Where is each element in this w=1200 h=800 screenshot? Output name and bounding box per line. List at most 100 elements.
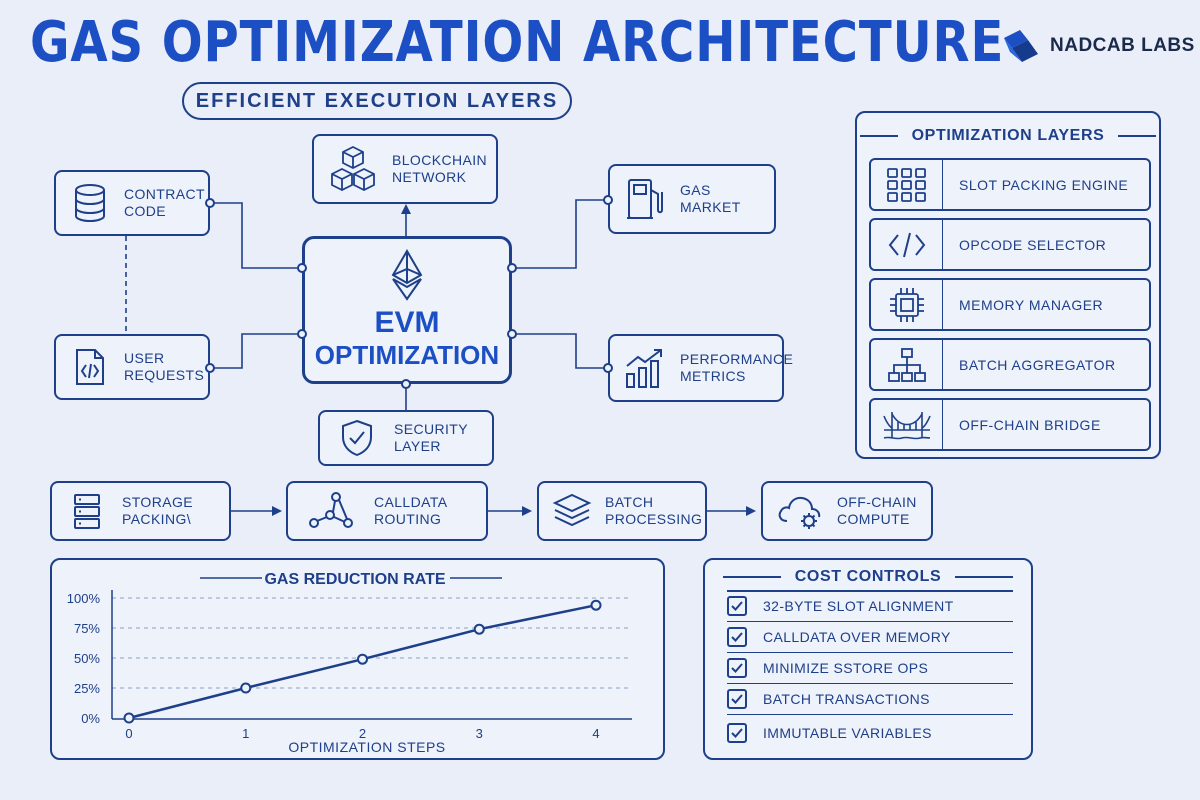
optimization-layers-title: OPTIMIZATION LAYERS — [911, 127, 1105, 144]
layer-off-chain-bridge: OFF-CHAIN BRIDGE — [869, 398, 1151, 451]
cost-control-item: 32-BYTE SLOT ALIGNMENT — [727, 591, 1013, 622]
connector-dot — [507, 329, 517, 339]
optimization-layers-panel: OPTIMIZATION LAYERS SLOT PACKING ENGINE … — [855, 111, 1161, 459]
bridge-icon — [871, 400, 943, 449]
ethereum-icon — [391, 249, 423, 301]
subtitle-pill: EFFICIENT EXECUTION LAYERS — [182, 82, 572, 120]
grid-icon — [871, 160, 943, 209]
checkbox-checked-icon — [727, 689, 747, 709]
page-title: GAS OPTIMIZATION ARCHITECTURE — [30, 10, 1005, 75]
cost-controls-panel: COST CONTROLS 32-BYTE SLOT ALIGNMENT CAL… — [703, 558, 1033, 760]
gas-reduction-chart-panel: GAS REDUCTION RATE OPTIMIZATION STEPS 0%… — [50, 558, 665, 760]
chip-icon — [871, 280, 943, 329]
connector-contract-code — [210, 202, 302, 269]
layer-label: OFF-CHAIN BRIDGE — [959, 416, 1101, 433]
routing-icon — [288, 491, 374, 531]
panel-header: COST CONTROLS — [705, 568, 1031, 586]
connector-dot — [603, 195, 613, 205]
cost-controls-title: COST CONTROLS — [794, 568, 942, 585]
x-tick-label: 3 — [476, 726, 483, 741]
y-tick-label: 100% — [67, 591, 101, 606]
connector-dot — [205, 363, 215, 373]
checkbox-checked-icon — [727, 596, 747, 616]
shield-icon — [320, 418, 394, 458]
brand-name: NADCAB LABS — [1050, 35, 1195, 56]
cost-control-item: MINIMIZE SSTORE OPS — [727, 653, 1013, 684]
layers-icon — [539, 491, 605, 531]
data-point — [473, 623, 485, 635]
x-tick-label: 0 — [125, 726, 132, 741]
layer-label: SLOT PACKING ENGINE — [959, 176, 1129, 193]
cost-control-item: BATCH TRANSACTIONS — [727, 684, 1013, 715]
data-point — [240, 682, 252, 694]
layer-label: BATCH AGGREGATOR — [959, 356, 1116, 373]
checkbox-checked-icon — [727, 658, 747, 678]
evm-hub: EVM OPTIMIZATION — [302, 236, 512, 384]
layer-slot-packing-engine: SLOT PACKING ENGINE — [869, 158, 1151, 211]
nadcab-logo-icon — [1004, 30, 1038, 62]
bar-chart-icon — [610, 346, 680, 390]
connector-dot — [297, 329, 307, 339]
data-point — [123, 712, 135, 724]
y-tick-label: 25% — [74, 681, 100, 696]
cost-control-item: CALLDATA OVER MEMORY — [727, 622, 1013, 653]
x-tick-label: 4 — [592, 726, 599, 741]
subtitle-text: EFFICIENT EXECUTION LAYERS — [195, 89, 559, 112]
arrow-head-up — [401, 204, 411, 214]
connector-dot — [297, 263, 307, 273]
arrow-head-3 — [746, 506, 756, 516]
connector-user-requests — [210, 333, 302, 369]
cubes-icon — [314, 145, 392, 193]
connector-dot — [205, 198, 215, 208]
y-tick-label: 0% — [81, 711, 100, 726]
x-axis-ticks: 0 1 2 3 4 — [125, 726, 599, 741]
connector-gas-market — [512, 199, 608, 269]
brand-logo: NADCAB LABS — [1002, 28, 1195, 64]
y-tick-label: 50% — [74, 651, 100, 666]
y-axis-ticks: 0% 25% 50% 75% 100% — [67, 591, 101, 726]
connector-performance — [512, 333, 608, 369]
layer-label: OPCODE SELECTOR — [959, 236, 1107, 253]
y-tick-label: 75% — [74, 621, 100, 636]
data-point — [357, 653, 368, 665]
panel-header: OPTIMIZATION LAYERS — [857, 127, 1159, 145]
hub-subtitle: OPTIMIZATION — [314, 340, 500, 370]
x-tick-label: 1 — [242, 726, 249, 741]
connector-dot — [401, 379, 411, 389]
code-file-icon — [56, 347, 124, 387]
connector-dot — [507, 263, 517, 273]
code-brackets-icon — [871, 220, 943, 269]
database-icon — [56, 183, 124, 223]
x-axis-label: OPTIMIZATION STEPS — [288, 739, 445, 755]
hierarchy-icon — [871, 340, 943, 389]
divider — [727, 590, 1013, 592]
chart-grid — [112, 597, 632, 689]
data-point — [590, 599, 602, 611]
x-tick-label: 2 — [359, 726, 366, 741]
arrow-head-2 — [522, 506, 532, 516]
layer-batch-aggregator: BATCH AGGREGATOR — [869, 338, 1151, 391]
gas-reduction-chart: GAS REDUCTION RATE OPTIMIZATION STEPS 0%… — [67, 571, 632, 755]
layer-memory-manager: MEMORY MANAGER — [869, 278, 1151, 331]
